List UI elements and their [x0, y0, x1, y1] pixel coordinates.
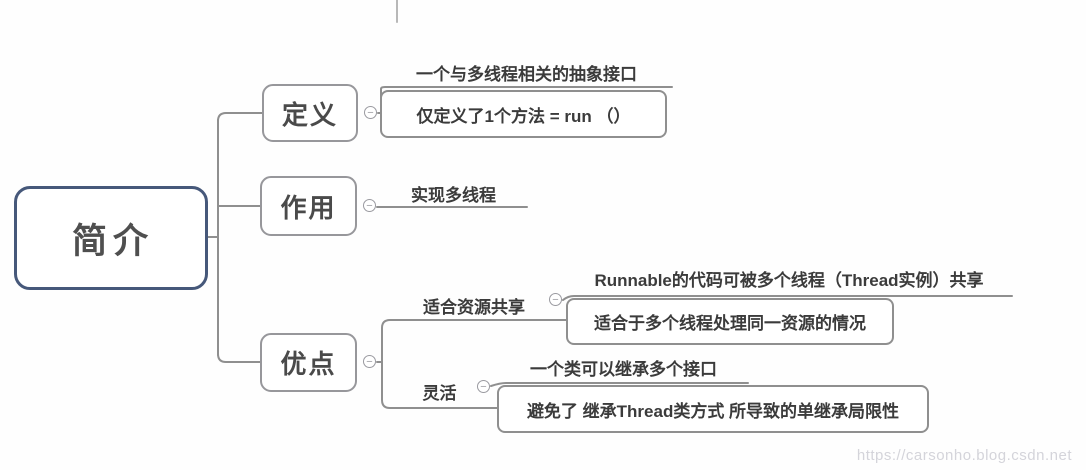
topic-function[interactable]: 作用: [260, 176, 357, 236]
topic-function-label: 作用: [280, 192, 337, 223]
leaf-multiple-interfaces[interactable]: 一个类可以继承多个接口: [530, 360, 717, 379]
leaf-resource-sharing[interactable]: 适合资源共享: [423, 298, 525, 317]
root-topic[interactable]: 简介: [14, 186, 208, 290]
topic-advantage[interactable]: 优点: [260, 333, 357, 392]
minus-glyph: −: [480, 380, 487, 393]
sharing-child-underline: [562, 295, 1013, 301]
branch-advantage-line: [217, 353, 261, 363]
leaf-runnable-shared[interactable]: Runnable的代码可被多个线程（Thread实例）共享: [594, 271, 984, 290]
collapse-icon-flexible[interactable]: −: [477, 380, 490, 393]
leaf-abstract-interface[interactable]: 一个与多线程相关的抽象接口: [416, 65, 637, 84]
leaf-same-resource-label: 适合于多个线程处理同一资源的情况: [594, 314, 866, 333]
flexible-child-underline: [490, 382, 749, 387]
minus-glyph: −: [552, 293, 559, 306]
topic-definition-label: 定义: [281, 99, 338, 130]
collapse-icon-advantage[interactable]: −: [363, 355, 376, 368]
leaf-implement-multithread[interactable]: 实现多线程: [411, 186, 496, 205]
leaf-avoid-single-inheritance[interactable]: 避免了 继承Thread类方式 所导致的单继承局限性: [497, 385, 929, 433]
leaf-same-resource[interactable]: 适合于多个线程处理同一资源的情况: [566, 298, 894, 345]
branch-definition-line: [217, 112, 263, 122]
collapse-icon-function[interactable]: −: [363, 199, 376, 212]
collapse-icon-sharing[interactable]: −: [549, 293, 562, 306]
leaf-avoid-single-inheritance-label: 避免了 继承Thread类方式 所导致的单继承局限性: [526, 401, 900, 421]
root-topic-label: 简介: [71, 221, 154, 261]
leaf-run-method-label: 仅定义了1个方法 = run （）: [416, 106, 631, 126]
minus-glyph: −: [367, 106, 374, 119]
collapse-icon-definition[interactable]: −: [364, 106, 377, 119]
topic-definition[interactable]: 定义: [262, 84, 358, 142]
topic-advantage-label: 优点: [280, 349, 337, 379]
advantage-children-lines: [376, 319, 567, 409]
watermark-url: https://carsonho.blog.csdn.net: [856, 447, 1072, 464]
leaf-flexible[interactable]: 灵活: [422, 384, 457, 403]
minus-glyph: −: [366, 199, 373, 212]
minus-glyph: −: [366, 355, 373, 368]
leaf-run-method[interactable]: 仅定义了1个方法 = run （）: [380, 90, 667, 138]
